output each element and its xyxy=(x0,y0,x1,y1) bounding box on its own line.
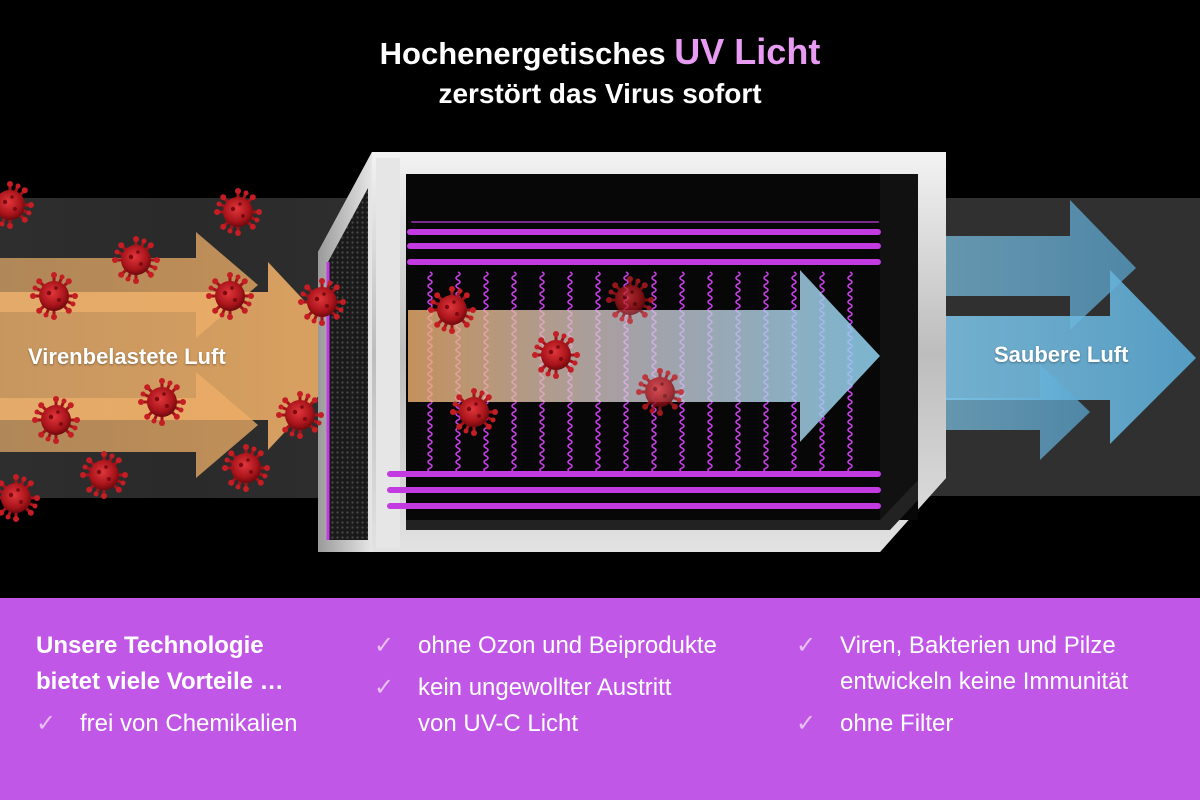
virus xyxy=(204,270,256,322)
benefits-intro-line-1: Unsere Technologie xyxy=(36,632,264,659)
check-icon: ✓ xyxy=(374,674,395,701)
uv-lamps xyxy=(387,221,881,509)
check-icon: ✓ xyxy=(36,710,57,737)
benefits-panel: Unsere Technologie bietet viele Vorteile… xyxy=(0,598,1200,800)
benefits-intro-line-2: bietet viele Vorteile … xyxy=(36,668,284,695)
intake-grille xyxy=(328,188,368,540)
headline-uv-accent: UV Licht xyxy=(674,31,821,72)
inlet-air-label: Virenbelastete Luft xyxy=(28,344,226,369)
benefit-item-continuation: von UV-C Licht xyxy=(418,710,579,737)
headline-line-2: zerstört das Virus sofort xyxy=(438,78,762,109)
inlet-airflow-arrows xyxy=(0,232,356,478)
benefit-item: ohne Ozon und Beiprodukte xyxy=(418,632,717,659)
virus xyxy=(634,366,686,418)
virus xyxy=(296,276,348,328)
virus xyxy=(212,186,264,238)
check-icon: ✓ xyxy=(796,632,817,659)
uv-air-purifier-diagram xyxy=(0,152,1200,552)
benefit-item-continuation: entwickeln keine Immunität xyxy=(840,668,1129,695)
check-icon: ✓ xyxy=(374,632,395,659)
benefit-item: ohne Filter xyxy=(840,710,954,737)
virus xyxy=(136,376,188,428)
virus xyxy=(604,274,656,326)
outlet-airflow-arrows xyxy=(946,200,1196,460)
virus xyxy=(530,329,582,381)
check-icon: ✓ xyxy=(796,710,817,737)
virus xyxy=(110,234,162,286)
headline-prefix: Hochenergetisches xyxy=(379,36,666,71)
virus xyxy=(78,449,130,501)
airflow-through-chamber-arrow xyxy=(408,270,880,442)
virus xyxy=(426,284,478,336)
virus xyxy=(220,442,272,494)
headline-line-1: Hochenergetisches UV Licht xyxy=(0,30,1200,76)
benefit-item: kein ungewollter Austritt xyxy=(418,674,672,701)
virus xyxy=(448,386,500,438)
outlet-air-label: Saubere Luft xyxy=(994,342,1129,367)
virus xyxy=(28,270,80,322)
virus xyxy=(274,389,326,441)
virus xyxy=(30,394,82,446)
benefit-item: frei von Chemikalien xyxy=(80,710,298,737)
benefit-item: Viren, Bakterien und Pilze xyxy=(840,632,1116,659)
